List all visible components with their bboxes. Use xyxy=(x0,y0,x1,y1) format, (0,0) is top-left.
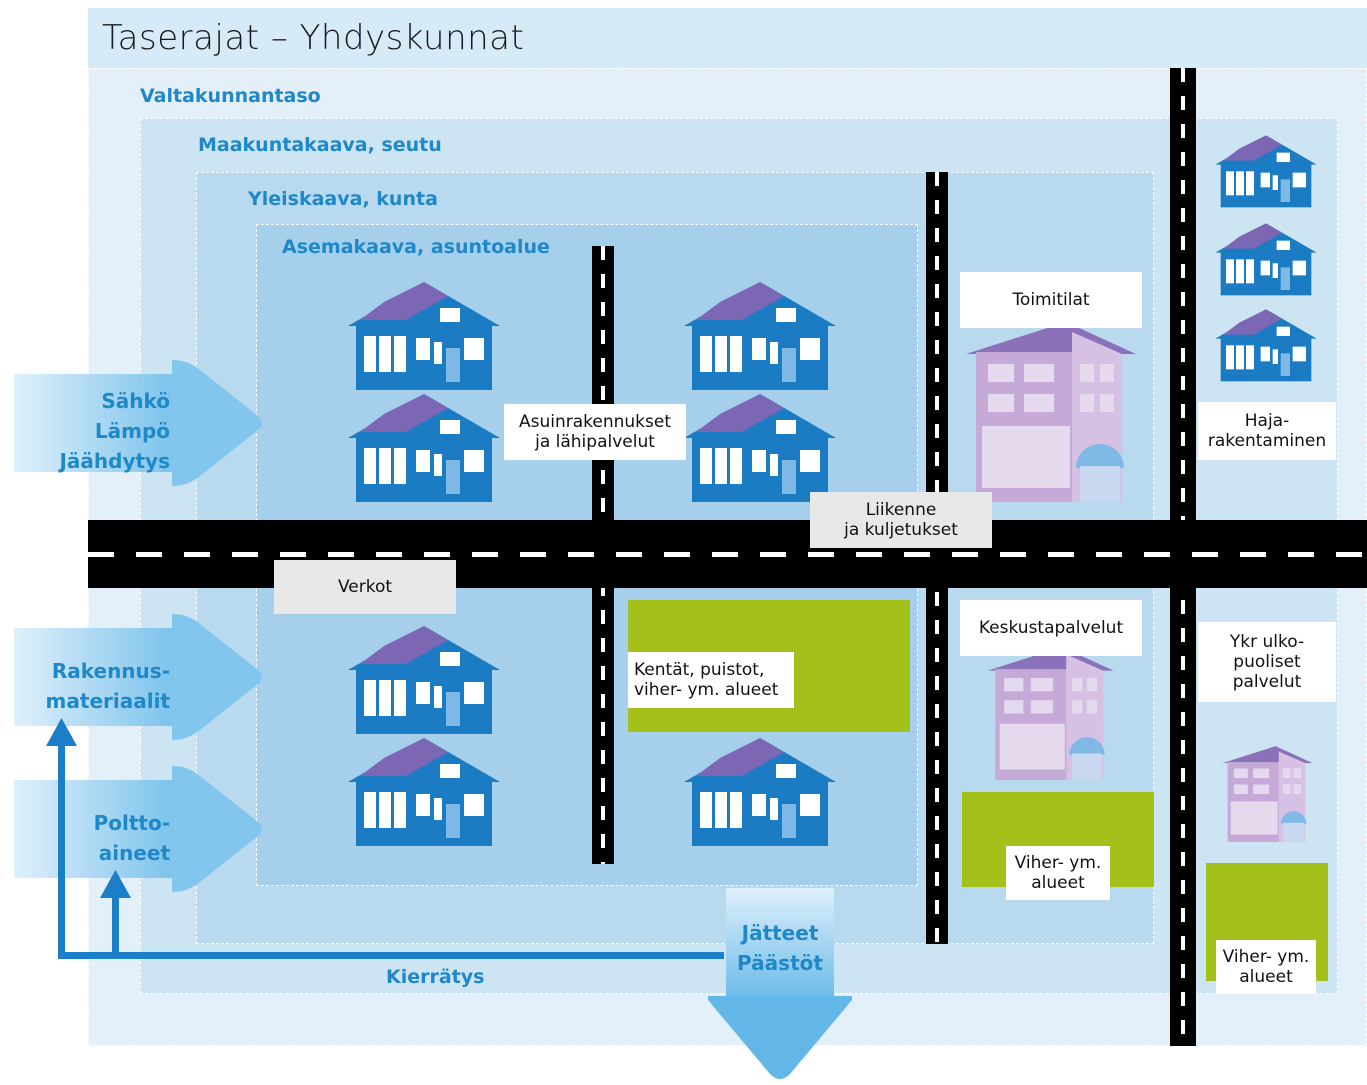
arrow-right-icon xyxy=(14,614,262,740)
label-traffic-line2: ja kuljetukset xyxy=(844,520,958,540)
title-bar xyxy=(88,8,1367,68)
house-icon xyxy=(682,390,838,502)
input-materials-labels: Rakennus- materiaalit xyxy=(20,656,170,716)
house-icon xyxy=(1214,132,1318,208)
label-outside: Ykr ulko- puoliset palvelut xyxy=(1198,622,1336,702)
arrow-right-icon xyxy=(14,360,262,486)
office-building-icon xyxy=(962,644,1138,780)
input-arrow-materials xyxy=(14,614,262,740)
label-traffic: Liikenne ja kuljetukset xyxy=(810,492,992,548)
label-residential-line2: ja lähipalvelut xyxy=(535,432,655,452)
arrow-up-icon xyxy=(100,870,131,902)
input-energy-labels: Sähkö Lämpö Jäähdytys xyxy=(20,386,170,476)
input-heat: Lämpö xyxy=(94,419,170,443)
input-arrow-energy xyxy=(14,360,262,486)
zone-regional-label: Maakuntakaava, seutu xyxy=(198,134,442,156)
zone-master-label: Yleiskaava, kunta xyxy=(248,188,438,210)
diagram-title: Taserajat – Yhdyskunnat xyxy=(102,18,525,58)
input-fuels-line2: aineet xyxy=(98,841,170,865)
label-green1: Viher- ym. alueet xyxy=(1006,846,1110,900)
zone-detailed-label: Asemakaava, asuntoalue xyxy=(282,236,550,258)
label-residential-line1: Asuinrakennukset xyxy=(518,412,671,432)
office-building-icon xyxy=(1214,744,1320,842)
label-residential: Asuinrakennukset ja lähipalvelut xyxy=(504,404,686,460)
recycling-label: Kierrätys xyxy=(386,966,485,988)
input-fuels-labels: Poltto- aineet xyxy=(20,808,170,868)
house-icon xyxy=(682,278,838,390)
label-traffic-line1: Liikenne xyxy=(865,500,937,520)
label-business-text: Toimitilat xyxy=(1012,290,1090,310)
label-green2: Viher- ym. alueet xyxy=(1216,940,1316,994)
recycling-line xyxy=(58,952,724,959)
label-parks: Kentät, puistot, viher- ym. alueet xyxy=(628,652,794,708)
label-parks-line1: Kentät, puistot, xyxy=(634,660,765,680)
input-cooling: Jäähdytys xyxy=(59,449,170,473)
input-materials-line1: Rakennus- xyxy=(51,659,170,683)
label-outside-line3: palvelut xyxy=(1232,672,1302,692)
house-icon xyxy=(1214,220,1318,296)
zone-national-label: Valtakunnantaso xyxy=(140,85,321,107)
label-outside-line2: puoliset xyxy=(1233,652,1301,672)
house-icon xyxy=(1214,306,1318,382)
label-outside-line1: Ykr ulko- xyxy=(1229,632,1305,652)
label-networks: Verkot xyxy=(274,560,456,614)
output-emissions: Päästöt xyxy=(737,951,823,975)
house-icon xyxy=(346,390,502,502)
recycling-line-materials xyxy=(58,740,65,959)
label-green2-line1: Viher- ym. xyxy=(1222,947,1310,967)
input-arrow-fuels xyxy=(14,766,262,892)
label-green2-line2: alueet xyxy=(1239,967,1293,987)
arrow-right-icon xyxy=(14,766,262,892)
input-electricity: Sähkö xyxy=(101,389,170,413)
output-labels: Jätteet Päästöt xyxy=(708,918,852,978)
arrow-up-icon xyxy=(46,718,77,750)
recycling-line-fuels xyxy=(112,894,119,954)
label-scattered-line2: rakentaminen xyxy=(1207,431,1327,451)
label-networks-text: Verkot xyxy=(337,577,393,597)
arrow-down-icon xyxy=(708,888,852,1079)
label-parks-line2: viher- ym. alueet xyxy=(634,680,779,700)
house-icon xyxy=(682,734,838,846)
label-center: Keskustapalvelut xyxy=(960,600,1142,656)
output-waste: Jätteet xyxy=(741,921,819,945)
house-icon xyxy=(346,622,502,734)
label-business: Toimitilat xyxy=(960,272,1142,328)
input-fuels-line1: Poltto- xyxy=(93,811,170,835)
output-arrow xyxy=(708,888,852,1085)
label-scattered: Haja- rakentaminen xyxy=(1198,402,1336,460)
label-green1-line1: Viher- ym. xyxy=(1014,853,1102,873)
label-center-text: Keskustapalvelut xyxy=(978,618,1124,638)
input-materials-line2: materiaalit xyxy=(45,689,170,713)
office-building-icon xyxy=(962,318,1138,502)
house-icon xyxy=(346,278,502,390)
house-icon xyxy=(346,734,502,846)
label-green1-line2: alueet xyxy=(1031,873,1085,893)
label-scattered-line1: Haja- xyxy=(1244,411,1290,431)
